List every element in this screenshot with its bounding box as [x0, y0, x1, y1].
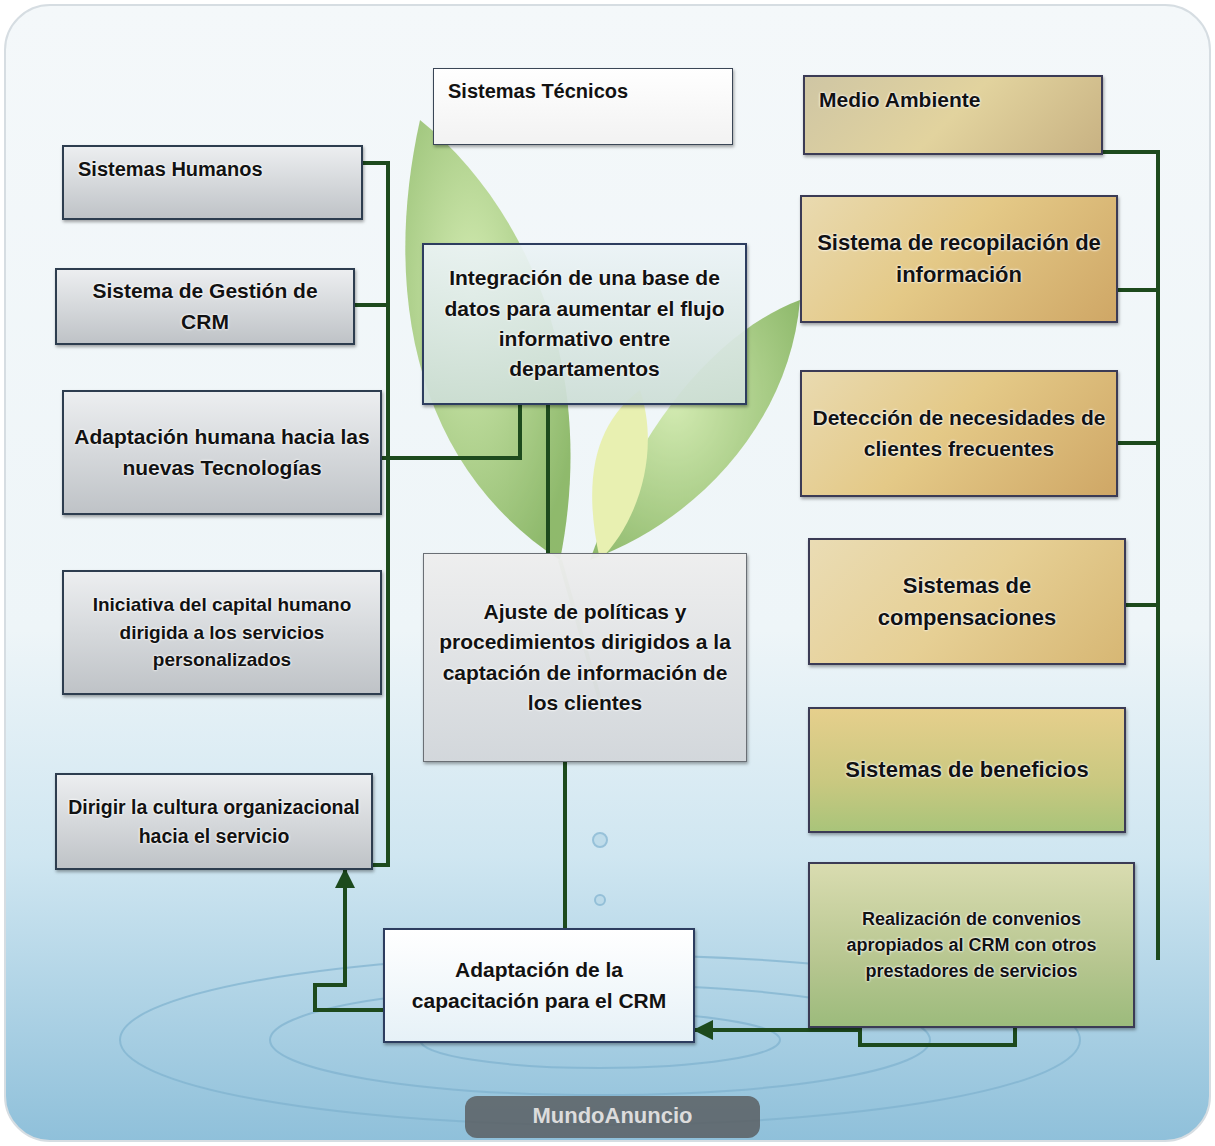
box-label: Sistemas de beneficios — [845, 754, 1088, 786]
box-label: Ajuste de políticas y procedimientos dir… — [434, 597, 736, 719]
process-box: Sistemas de beneficios — [808, 707, 1126, 833]
process-box: Adaptación humana hacia las nuevas Tecno… — [62, 390, 382, 515]
box-label: Realización de convenios apropiados al C… — [820, 906, 1123, 984]
box-label: Integración de una base de datos para au… — [434, 263, 735, 385]
background-panel — [5, 5, 1210, 1141]
process-box: Sistema de Gestión de CRM — [55, 268, 355, 345]
box-label: Adaptación de la capacitación para el CR… — [395, 955, 683, 1016]
box-label: Sistemas Técnicos — [448, 77, 628, 106]
category-box: Sistemas Humanos — [62, 145, 363, 220]
connector — [695, 1028, 1015, 1045]
process-box: Ajuste de políticas y procedimientos dir… — [423, 553, 747, 762]
box-label: Dirigir la cultura organizacional hacia … — [67, 793, 361, 850]
connector — [382, 405, 520, 458]
connector — [546, 405, 550, 553]
watermark: MundoAnuncio — [465, 1103, 760, 1129]
process-box: Realización de convenios apropiados al C… — [808, 862, 1135, 1028]
process-box: Sistemas Técnicos — [433, 68, 733, 145]
box-label: Sistema de Gestión de CRM — [67, 276, 343, 337]
process-box: Iniciativa del capital humano dirigida a… — [62, 570, 382, 695]
category-box: Medio Ambiente — [803, 75, 1103, 155]
process-box: Dirigir la cultura organizacional hacia … — [55, 773, 373, 870]
process-box: Integración de una base de datos para au… — [422, 243, 747, 405]
process-box: Adaptación de la capacitación para el CR… — [383, 928, 695, 1043]
process-box: Sistema de recopilación de información — [800, 195, 1118, 323]
connector — [315, 870, 383, 1010]
connector — [563, 762, 567, 928]
box-label: Sistemas de compensaciones — [820, 570, 1114, 634]
box-label: Medio Ambiente — [819, 85, 980, 115]
box-label: Iniciativa del capital humano dirigida a… — [74, 591, 370, 674]
box-label: Sistemas Humanos — [78, 155, 263, 184]
box-label: Detección de necesidades de clientes fre… — [812, 403, 1106, 464]
box-label: Adaptación humana hacia las nuevas Tecno… — [74, 422, 370, 483]
grouping-bracket — [355, 152, 1158, 960]
box-label: Sistema de recopilación de información — [812, 227, 1106, 291]
process-box: Sistemas de compensaciones — [808, 538, 1126, 665]
process-box: Detección de necesidades de clientes fre… — [800, 370, 1118, 497]
watermark-pill — [465, 1096, 760, 1138]
